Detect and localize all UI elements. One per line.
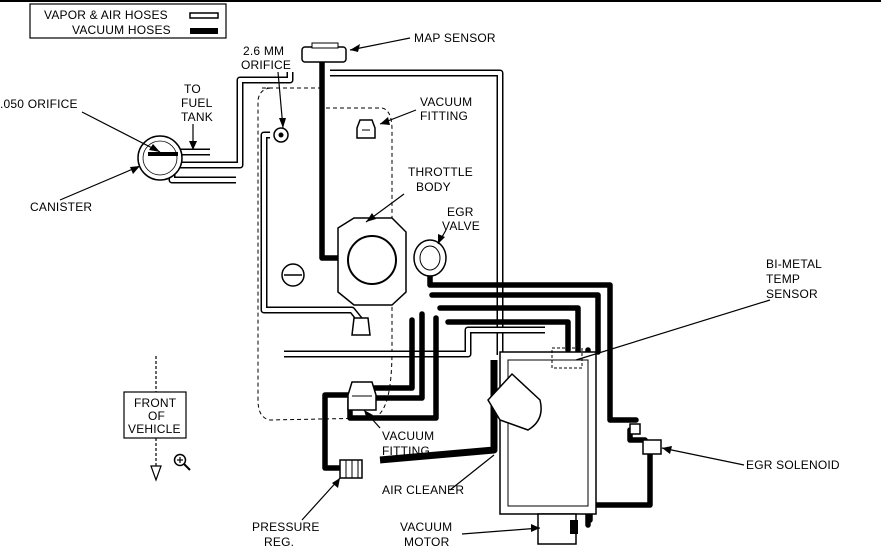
vacuum-motor bbox=[537, 513, 578, 545]
intake-manifold-outline bbox=[257, 87, 393, 421]
pressure-reg-label-2: REG. bbox=[264, 535, 294, 549]
pressure-reg-label-1: PRESSURE bbox=[252, 520, 320, 534]
bimetal-label-2: TEMP bbox=[766, 272, 800, 286]
to-fuel-tank-label-2: FUEL bbox=[181, 96, 213, 110]
air-cleaner bbox=[487, 347, 597, 515]
throttle-body-label-1: THROTTLE bbox=[408, 165, 473, 179]
map-sensor-label: MAP SENSOR bbox=[414, 31, 496, 45]
bimetal-label-1: BI-METAL bbox=[766, 257, 822, 271]
to-fuel-tank-label-3: TANK bbox=[181, 110, 213, 124]
vacuum-fitting-bottom-label-1: VACUUM bbox=[382, 429, 434, 443]
front-of-vehicle-marker: FRONT OF VEHICLE bbox=[123, 356, 187, 482]
vacuum-fitting-bottom bbox=[347, 381, 377, 411]
iac-fitting bbox=[281, 263, 305, 287]
vacuum-fitting-bottom-label-2: FITTING bbox=[382, 444, 430, 458]
magnifier-plus-icon[interactable] bbox=[173, 453, 191, 471]
legend-vacuum-swatch bbox=[190, 28, 218, 34]
of-label: OF bbox=[148, 409, 165, 423]
air-cleaner-label: AIR CLEANER bbox=[382, 483, 464, 497]
leader-lines bbox=[59, 37, 771, 535]
canister bbox=[137, 135, 183, 181]
legend: VAPOR & AIR HOSES VACUUM HOSES bbox=[29, 3, 227, 39]
lower-fitting bbox=[351, 317, 371, 336]
pressure-regulator bbox=[339, 459, 363, 479]
vacuum-fitting-top bbox=[356, 119, 376, 139]
legend-vapor-air-label: VAPOR & AIR HOSES bbox=[44, 8, 168, 22]
egr-solenoid-label: EGR SOLENOID bbox=[746, 458, 840, 472]
vehicle-label: VEHICLE bbox=[128, 422, 181, 436]
throttle-body-label-2: BODY bbox=[416, 180, 451, 194]
vacuum-fitting-top-label-2: FITTING bbox=[420, 109, 468, 123]
orifice-26-label-2: ORIFICE bbox=[241, 58, 291, 72]
vapor-air-hoses bbox=[168, 69, 545, 464]
egr-valve bbox=[413, 239, 447, 277]
orifice-26-label-1: 2.6 MM bbox=[243, 44, 284, 58]
labels: MAP SENSOR 2.6 MM ORIFICE .050 ORIFICE T… bbox=[0, 31, 840, 549]
vacuum-fitting-top-label-1: VACUUM bbox=[420, 95, 472, 109]
vacuum-motor-label-1: VACUUM bbox=[400, 520, 452, 534]
to-fuel-tank-label-1: TO bbox=[184, 82, 201, 96]
legend-vapor-air-swatch bbox=[189, 12, 219, 19]
orifice-2-6mm bbox=[273, 127, 289, 143]
egr-valve-label-2: VALVE bbox=[442, 219, 480, 233]
egr-valve-label-1: EGR bbox=[447, 205, 474, 219]
orifice-050-label: .050 ORIFICE bbox=[0, 97, 78, 111]
canister-label: CANISTER bbox=[30, 200, 92, 214]
legend-vacuum-label: VACUUM HOSES bbox=[72, 23, 171, 37]
vacuum-motor-label-2: MOTOR bbox=[404, 535, 450, 549]
map-sensor bbox=[301, 42, 347, 63]
egr-solenoid bbox=[629, 423, 662, 455]
bimetal-label-3: SENSOR bbox=[766, 287, 818, 301]
front-label: FRONT bbox=[134, 396, 177, 410]
throttle-body bbox=[337, 217, 407, 306]
